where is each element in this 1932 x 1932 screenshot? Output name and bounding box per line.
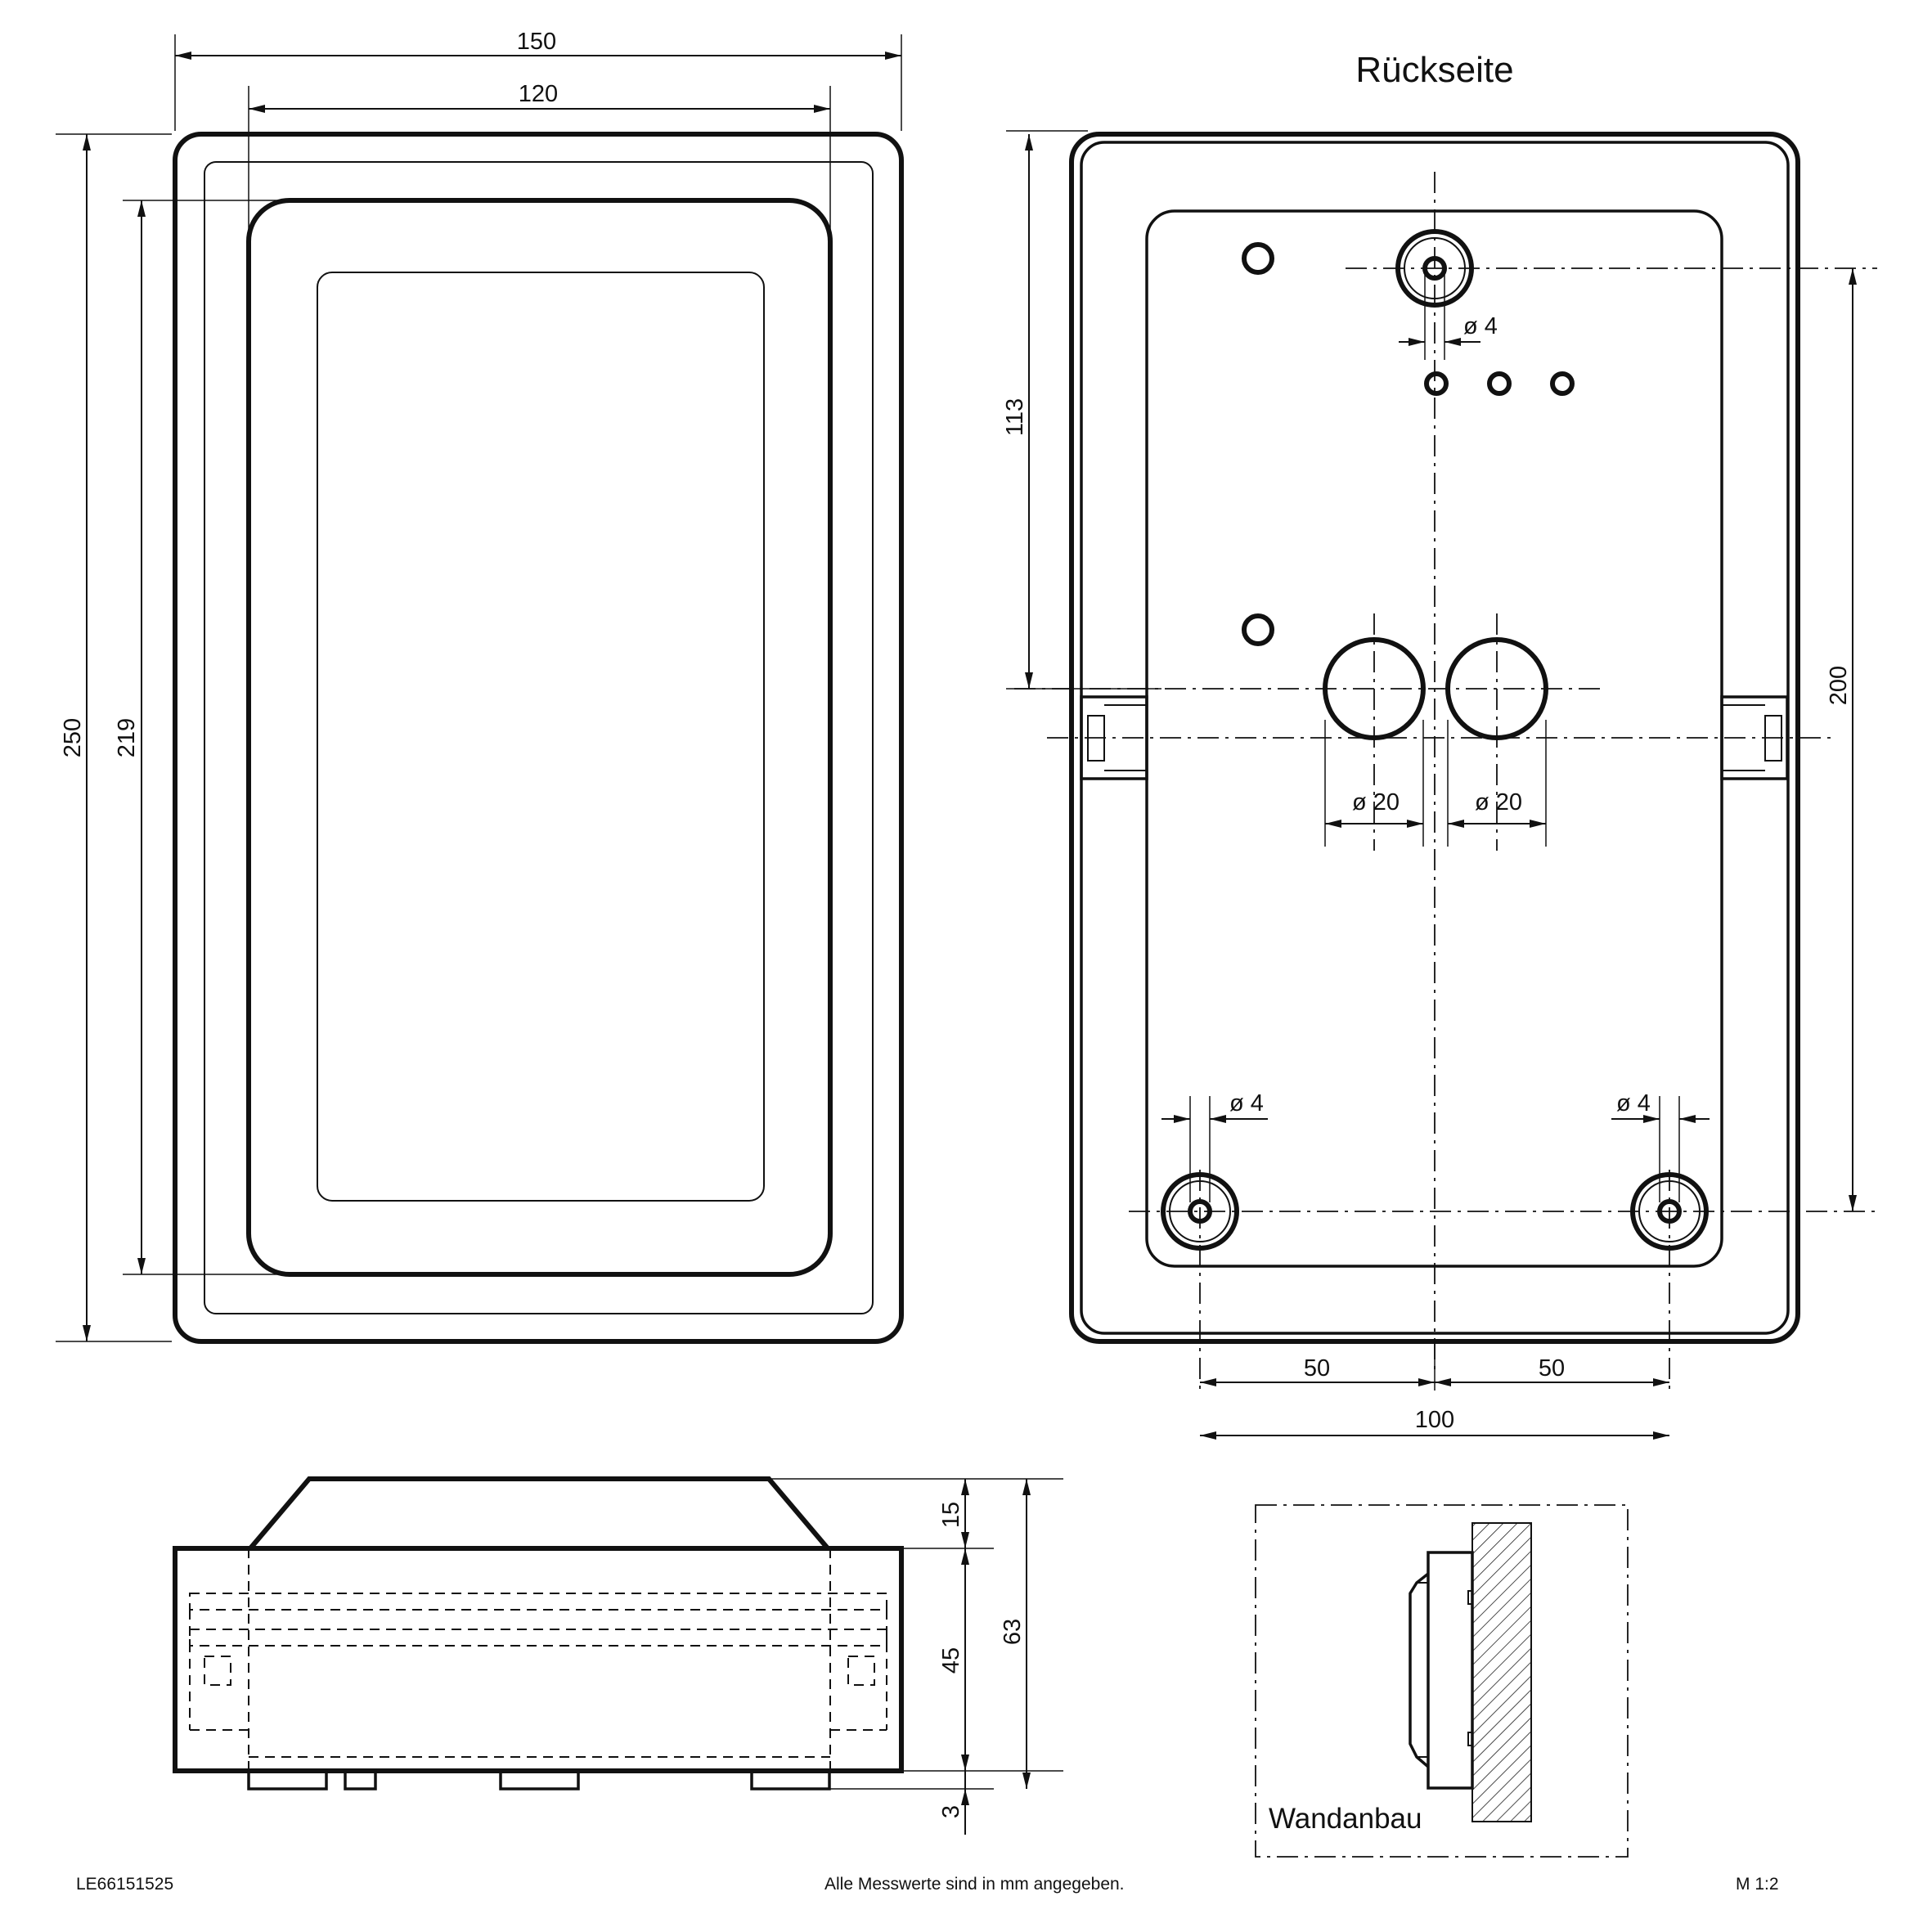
side-view: 15 45 63 3	[173, 1476, 1063, 1835]
back-view-title: Rückseite	[1355, 50, 1513, 90]
cable-gland-left	[1323, 637, 1426, 740]
front-dim-120: 120	[519, 81, 558, 107]
back-dim-113: 113	[1002, 398, 1028, 436]
side-foot	[247, 1769, 328, 1790]
bottom-left-mount-hole	[1161, 1172, 1239, 1251]
side-dim-45: 45	[938, 1647, 964, 1674]
side-dim-63: 63	[1000, 1619, 1026, 1645]
front-window	[317, 272, 765, 1202]
back-dim-50-left: 50	[1304, 1355, 1330, 1382]
measurement-note: Alle Messwerte sind in mm angegeben.	[824, 1875, 1125, 1894]
scale-label: M 1:2	[1736, 1875, 1779, 1894]
device-cover-profile	[1409, 1572, 1430, 1768]
front-cover	[246, 198, 833, 1277]
detail-frame	[1255, 1504, 1629, 1858]
side-foot	[344, 1769, 377, 1790]
front-view: 150 120 250 219	[56, 29, 904, 1344]
wall-hatch	[1471, 1522, 1532, 1822]
back-dim-200: 200	[1826, 666, 1852, 705]
top-mount-hole	[1395, 229, 1474, 308]
back-dim-50-right: 50	[1539, 1355, 1565, 1382]
side-clip-right	[1720, 695, 1789, 780]
article-number: LE66151525	[76, 1875, 174, 1894]
back-dim-hole-bottom-left: ø 4	[1229, 1090, 1264, 1117]
led-hole	[1487, 371, 1512, 396]
front-inner-frame	[204, 161, 874, 1314]
side-housing	[173, 1546, 904, 1773]
cable-gland-right	[1445, 637, 1548, 740]
side-cover	[248, 1476, 830, 1550]
front-dim-150: 150	[517, 29, 556, 55]
device-body	[1427, 1551, 1474, 1790]
front-dim-219: 219	[114, 718, 140, 757]
led-hole	[1424, 371, 1449, 396]
back-dim-gland-right: ø 20	[1475, 789, 1522, 815]
side-foot	[750, 1769, 831, 1790]
bottom-right-mount-hole	[1630, 1172, 1709, 1251]
wall-mount-detail: Wandanbau	[1255, 1504, 1629, 1858]
back-dim-hole-bottom-right: ø 4	[1616, 1090, 1651, 1117]
screw-hole-small	[1242, 242, 1274, 275]
screw-hole-small	[1242, 613, 1274, 646]
front-outer-housing	[173, 132, 904, 1344]
side-dim-3: 3	[938, 1805, 964, 1818]
back-dim-100: 100	[1415, 1407, 1454, 1433]
back-dim-gland-left: ø 20	[1352, 789, 1400, 815]
wall-mount-label: Wandanbau	[1269, 1803, 1422, 1835]
back-view: Rückseite	[1002, 50, 1877, 1440]
front-dim-250: 250	[60, 718, 86, 757]
back-dim-hole-top: ø 4	[1463, 313, 1498, 339]
led-hole	[1550, 371, 1575, 396]
side-dim-15: 15	[938, 1502, 964, 1528]
side-foot	[499, 1769, 580, 1790]
